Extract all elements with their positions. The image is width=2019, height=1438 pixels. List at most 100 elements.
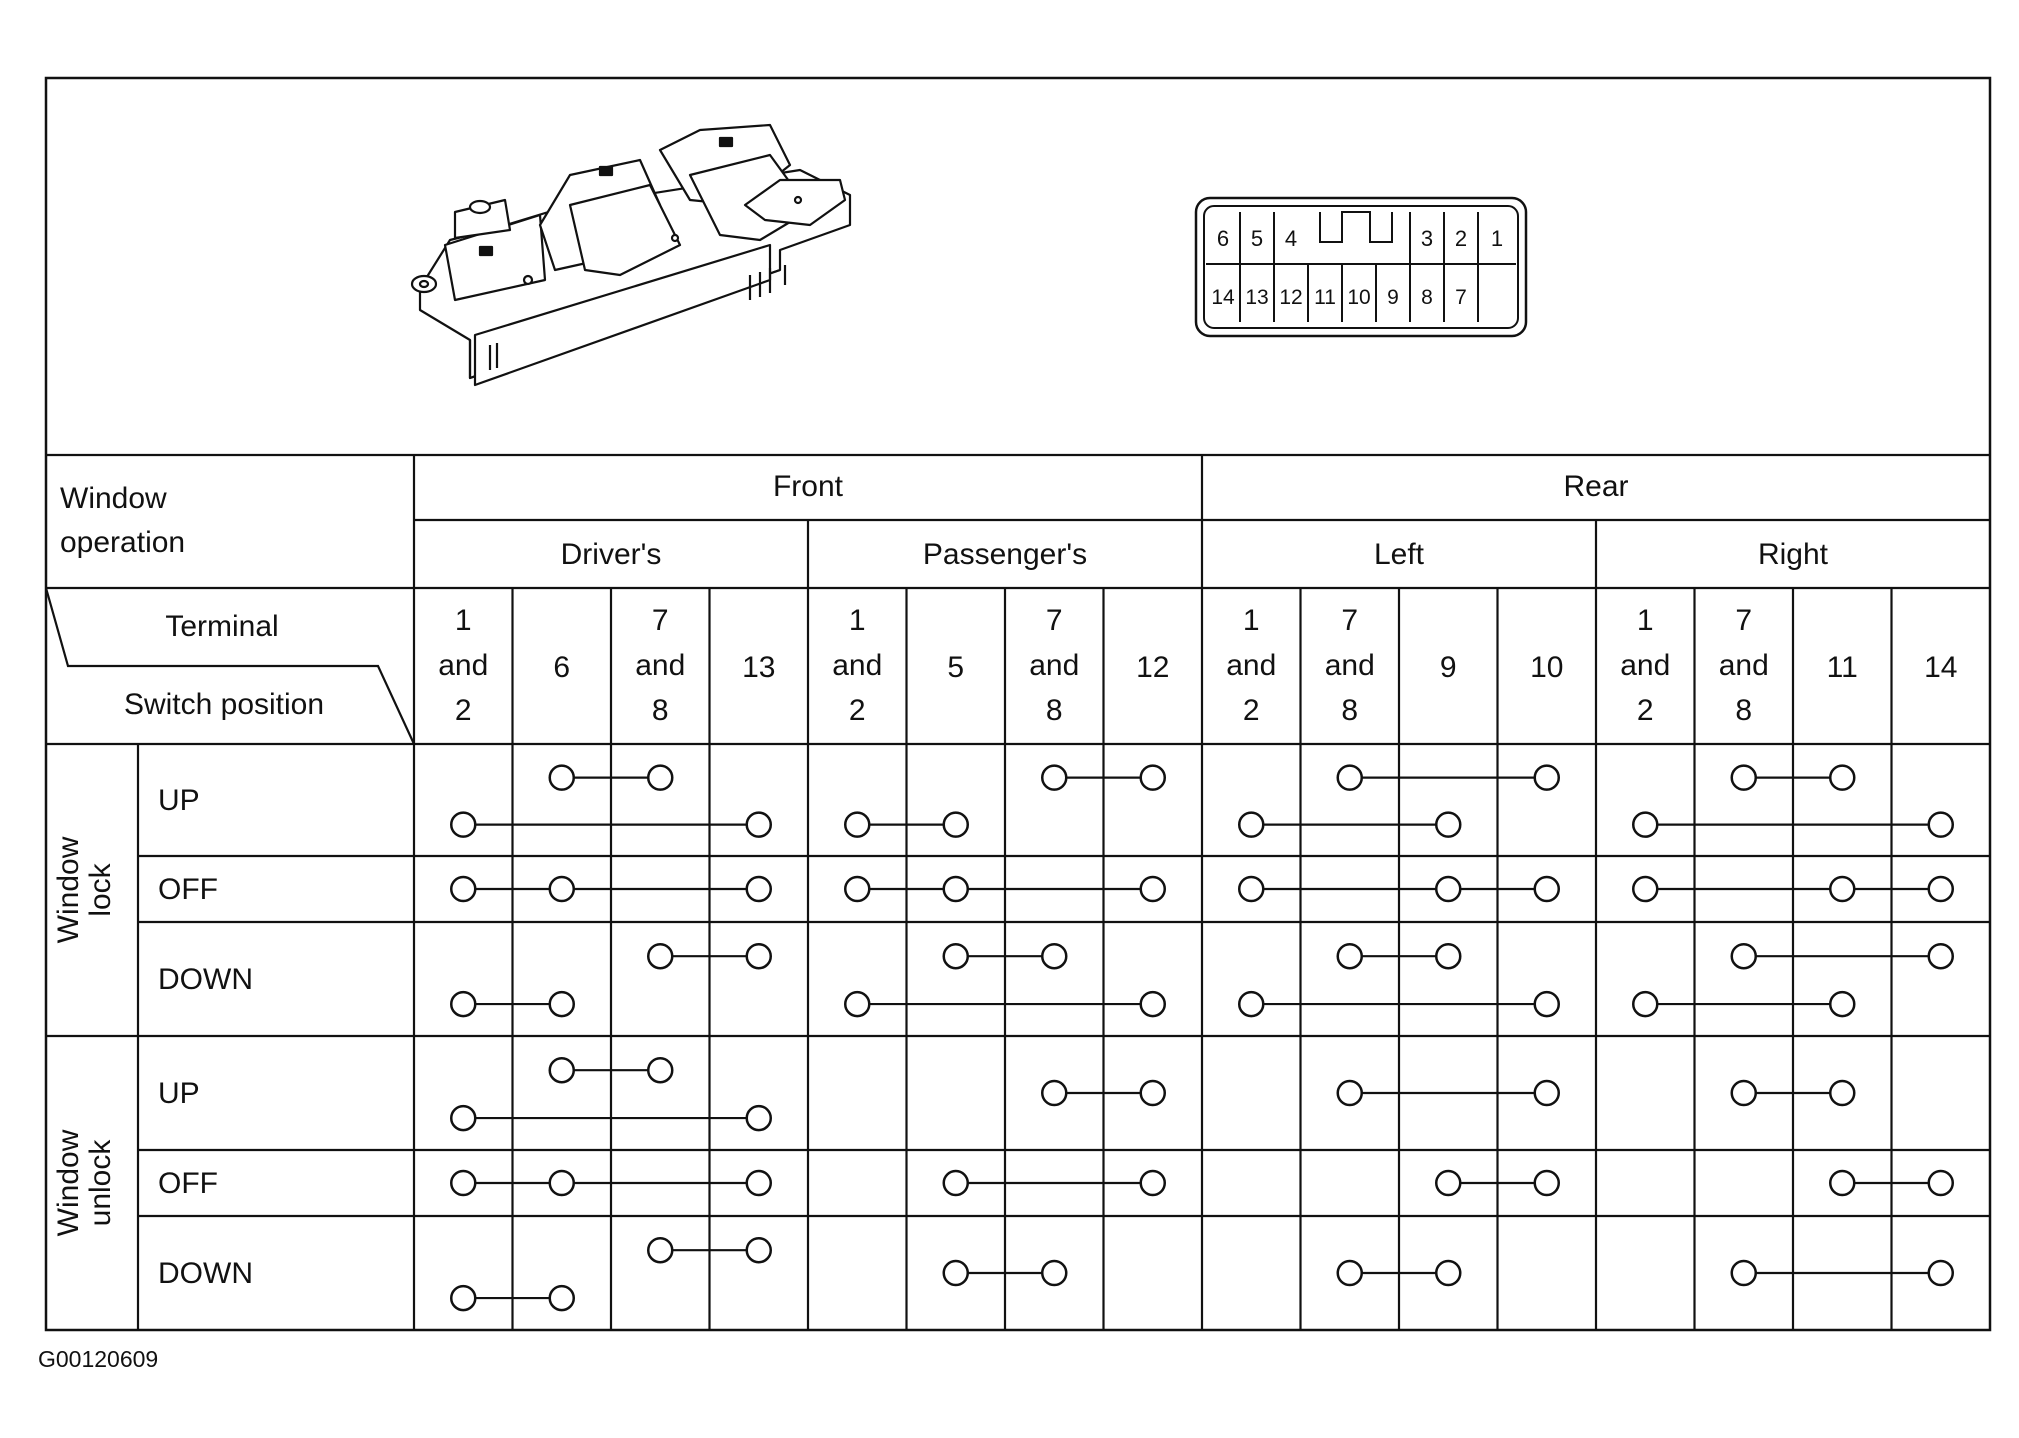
- switch-position-label: DOWN: [158, 1257, 253, 1290]
- terminal-label: 1: [1243, 604, 1260, 637]
- terminal-label: and: [832, 649, 882, 682]
- continuity-terminal-marker: [1336, 764, 1363, 791]
- continuity-terminal-marker: [548, 1169, 575, 1197]
- terminal-label: 8: [1341, 694, 1358, 727]
- continuity-terminal-marker: [548, 875, 575, 903]
- continuity-terminal-marker: [1435, 1169, 1462, 1197]
- continuity-terminal-marker: [647, 1056, 674, 1084]
- subgroup-label: Driver's: [561, 538, 662, 571]
- power-window-switch-illustration: [410, 123, 852, 387]
- terminal-label: and: [1620, 649, 1670, 682]
- continuity-terminal-marker: [745, 1236, 772, 1264]
- continuity-terminal-marker: [1730, 1259, 1757, 1287]
- continuity-terminal-marker: [1139, 875, 1166, 903]
- mode-label: Window: [52, 1129, 85, 1236]
- terminal-label: 2: [1243, 694, 1260, 727]
- continuity-terminal-marker: [942, 942, 969, 970]
- continuity-terminal-marker: [450, 1104, 477, 1132]
- connector-pin-label: 4: [1285, 226, 1297, 251]
- continuity-terminal-marker: [1730, 942, 1757, 970]
- continuity-terminal-marker: [1730, 1079, 1757, 1107]
- window-operation-label: operation: [60, 526, 185, 559]
- terminal-label: 7: [1735, 604, 1752, 637]
- continuity-terminal-marker: [450, 1169, 477, 1197]
- continuity-terminal-marker: [1336, 1079, 1363, 1107]
- switch-position-label: OFF: [158, 873, 218, 906]
- terminal-label: 1: [455, 604, 472, 637]
- connector-pin-label: 7: [1455, 286, 1467, 309]
- switch-position-label: UP: [158, 784, 200, 817]
- continuity-terminal-marker: [1927, 811, 1954, 838]
- continuity-terminal-marker: [1533, 1079, 1560, 1107]
- continuity-terminal-marker: [1336, 942, 1363, 970]
- terminal-label: 1: [1637, 604, 1654, 637]
- terminal-label: 7: [1341, 604, 1358, 637]
- connector-pin-label: 8: [1421, 286, 1433, 309]
- terminal-label: 7: [1046, 604, 1063, 637]
- terminal-header-label: Terminal: [165, 610, 278, 643]
- continuity-terminal-marker: [1139, 1079, 1166, 1107]
- terminal-label: and: [1029, 649, 1079, 682]
- continuity-terminal-marker: [745, 811, 772, 838]
- connector-pin-label: 6: [1217, 226, 1229, 251]
- terminal-header-divider: [44, 587, 415, 745]
- continuity-terminal-marker: [450, 875, 477, 903]
- connector-pin-label: 11: [1314, 286, 1336, 309]
- continuity-terminal-marker: [647, 942, 674, 970]
- connector-pin-label: 14: [1211, 286, 1235, 309]
- continuity-terminal-marker: [1927, 875, 1954, 903]
- continuity-terminal-marker: [1632, 990, 1659, 1018]
- terminal-label: and: [635, 649, 685, 682]
- switch-position-label: DOWN: [158, 963, 253, 996]
- subgroup-label: Passenger's: [923, 538, 1087, 571]
- group-label-front: Front: [773, 470, 844, 503]
- terminal-label: 2: [849, 694, 866, 727]
- continuity-terminal-marker: [647, 764, 674, 791]
- continuity-terminal-marker: [745, 1104, 772, 1132]
- connector-pin-label: 13: [1245, 286, 1268, 309]
- continuity-terminal-marker: [1829, 1169, 1856, 1197]
- switch-position-label: UP: [158, 1077, 200, 1110]
- continuity-terminal-marker: [1829, 764, 1856, 791]
- terminal-label: and: [1325, 649, 1375, 682]
- continuity-terminal-marker: [844, 875, 871, 903]
- continuity-terminal-marker: [1041, 1259, 1068, 1287]
- continuity-terminal-marker: [1435, 811, 1462, 838]
- continuity-terminal-marker: [1730, 764, 1757, 791]
- continuity-terminal-marker: [548, 1056, 575, 1084]
- connector-pin-label: 10: [1347, 286, 1370, 309]
- figure-id: G00120609: [38, 1346, 159, 1372]
- continuity-terminal-marker: [548, 764, 575, 791]
- continuity-terminal-marker: [548, 990, 575, 1018]
- terminal-label: 8: [1046, 694, 1063, 727]
- continuity-terminal-marker: [1632, 811, 1659, 838]
- continuity-terminal-marker: [450, 990, 477, 1018]
- connector-pin-label: 3: [1421, 226, 1433, 251]
- terminal-label: 1: [849, 604, 866, 637]
- connector-pin-label: 9: [1387, 286, 1399, 309]
- terminal-label: and: [1719, 649, 1769, 682]
- continuity-terminal-marker: [1238, 990, 1265, 1018]
- terminal-label: 9: [1440, 651, 1457, 684]
- subgroup-label: Right: [1758, 538, 1829, 571]
- continuity-terminal-marker: [1435, 942, 1462, 970]
- continuity-terminal-marker: [1829, 990, 1856, 1018]
- connector-pin-label: 12: [1279, 286, 1302, 309]
- window-operation-label: Window: [60, 482, 167, 515]
- continuity-terminal-marker: [1632, 875, 1659, 903]
- continuity-terminal-marker: [1041, 1079, 1068, 1107]
- terminal-label: 14: [1924, 651, 1957, 684]
- terminal-label: 5: [947, 651, 964, 684]
- terminal-label: 12: [1136, 651, 1169, 684]
- continuity-terminal-marker: [1927, 942, 1954, 970]
- continuity-terminal-marker: [1238, 875, 1265, 903]
- continuity-terminal-marker: [844, 811, 871, 838]
- terminal-label: 8: [1735, 694, 1752, 727]
- subgroup-label: Left: [1374, 538, 1425, 571]
- continuity-terminal-marker: [745, 1169, 772, 1197]
- connector-pin-label: 2: [1455, 226, 1467, 251]
- terminal-label: 7: [652, 604, 669, 637]
- continuity-terminal-marker: [450, 811, 477, 838]
- continuity-terminal-marker: [1533, 1169, 1560, 1197]
